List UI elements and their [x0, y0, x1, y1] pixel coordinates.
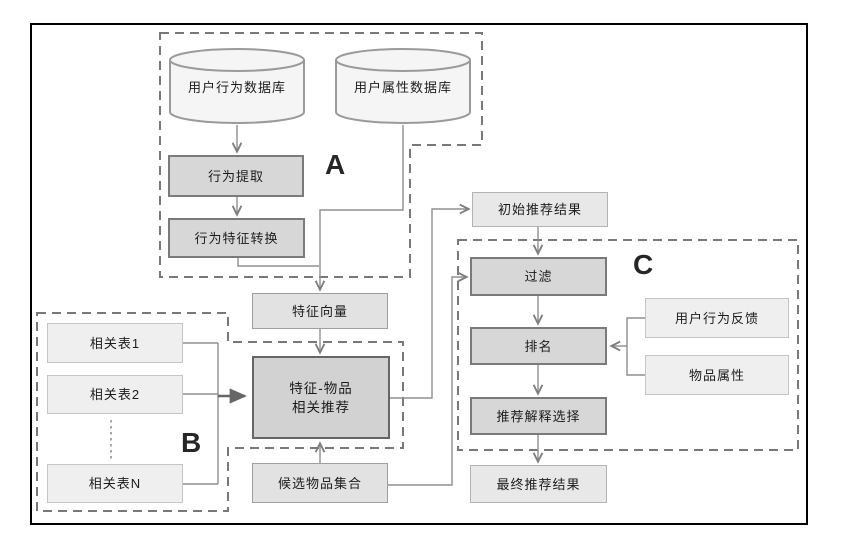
node-initial-recommendation-result: 初始推荐结果 — [472, 192, 608, 227]
node-behavior-extraction: 行为提取 — [168, 155, 304, 197]
node-recommendation-explanation-selection: 推荐解释选择 — [470, 397, 607, 435]
cylinder-shape — [169, 48, 305, 124]
connector-itemattr-to-merge — [626, 346, 645, 376]
region-c-outline — [457, 239, 799, 451]
node-user-behavior-feedback: 用户行为反馈 — [645, 298, 789, 338]
node-feature-vector: 特征向量 — [252, 293, 388, 329]
node-related-table-n: 相关表N — [47, 464, 183, 503]
node-label: 用户行为数据库 — [187, 80, 286, 95]
node-related-table-2: 相关表2 — [47, 375, 183, 414]
region-label-a: A — [325, 149, 346, 180]
region-label-c: C — [633, 249, 654, 280]
cylinder-shape — [335, 48, 471, 124]
connector-feedback-to-merge — [626, 317, 645, 346]
outer-frame — [30, 23, 808, 525]
node-related-table-1: 相关表1 — [47, 323, 183, 363]
node-ranking: 排名 — [470, 327, 607, 365]
node-feature-item-recommendation: 特征-物品 相关推荐 — [252, 356, 390, 439]
node-filter: 过滤 — [470, 257, 607, 296]
node-item-attribute: 物品属性 — [645, 355, 789, 395]
region-b-outline — [36, 312, 404, 512]
connector-featureitem-to-initialresult — [390, 203, 471, 399]
node-user-attribute-db: 用户属性数据库 — [334, 47, 472, 126]
node-candidate-item-set: 候选物品集合 — [252, 463, 388, 503]
region-label-b: B — [181, 427, 202, 458]
node-label-line1: 特征-物品 — [289, 380, 353, 396]
node-user-behavior-db: 用户行为数据库 — [168, 47, 306, 126]
region-a-outline — [159, 32, 483, 278]
node-final-recommendation-result: 最终推荐结果 — [470, 465, 607, 503]
connector-candidateset-to-filter — [388, 271, 469, 486]
node-label: 用户属性数据库 — [353, 80, 452, 95]
connector-attributedb-to-featurevector — [314, 125, 404, 292]
connector-conversion-to-featurevector — [237, 258, 319, 267]
node-label-line2: 相关推荐 — [292, 399, 350, 415]
node-behavior-feature-conversion: 行为特征转换 — [168, 218, 305, 258]
